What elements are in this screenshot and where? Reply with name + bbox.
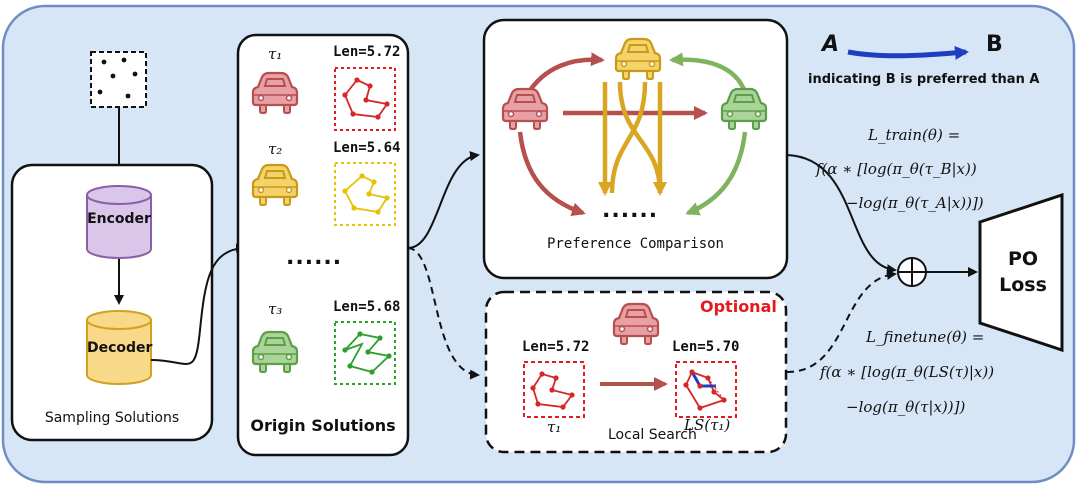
len-label: Len=5.72 xyxy=(522,339,590,355)
train-loss-line: f(α ∗ [log(π_θ(τ_B|x)) xyxy=(816,160,977,178)
len-label: Len=5.70 xyxy=(672,339,740,355)
preference-comparison-label: Preference Comparison xyxy=(546,236,724,252)
finetune-loss-line: L_finetune(θ) = xyxy=(866,328,985,346)
decoder-label: Decoder xyxy=(87,340,153,356)
preference-legend-arrow xyxy=(847,45,969,60)
ls-tau-label: LS(τ₁) xyxy=(684,416,731,434)
po-loss-label: PO Loss xyxy=(999,248,1047,296)
po-loss-trapezoid-icon xyxy=(978,192,1064,353)
preference-ellipsis: ...... xyxy=(602,198,659,223)
sampling-box xyxy=(10,163,214,442)
tour-graph-icon xyxy=(334,321,396,385)
to-preference-arrow xyxy=(407,151,480,249)
origin-ellipsis: ...... xyxy=(286,245,343,270)
tour-graph-icon xyxy=(334,162,396,226)
tau-label: τ₃ xyxy=(268,300,283,318)
optional-label: Optional xyxy=(700,297,777,316)
legend-a: A xyxy=(822,32,840,57)
train-to-sum-arrow xyxy=(786,154,897,275)
encoder-label: Encoder xyxy=(87,211,151,227)
legend-b: B xyxy=(986,32,1003,57)
encoder-cylinder-icon xyxy=(86,185,152,259)
decoder-to-solutions-arrow xyxy=(150,243,246,365)
finetune-loss-line: f(α ∗ [log(π_θ(LS(τ)|x)) xyxy=(820,363,995,381)
sum-circle-icon xyxy=(897,257,927,287)
len-label: Len=5.64 xyxy=(333,140,401,156)
preference-comparison-box xyxy=(482,18,789,280)
decoder-cylinder-icon xyxy=(86,310,152,385)
train-loss-line: L_train(θ) = xyxy=(868,126,961,144)
len-label: Len=5.68 xyxy=(333,299,401,315)
tour-graph-icon xyxy=(675,361,737,418)
finetune-to-sum-arrow xyxy=(786,269,897,373)
local-search-label: Local Search xyxy=(608,427,697,443)
to-local-search-arrow xyxy=(407,247,480,380)
sampling-solutions-label: Sampling Solutions xyxy=(44,410,180,426)
len-label: Len=5.72 xyxy=(333,44,401,60)
train-loss-line: −log(π_θ(τ_A|x))]) xyxy=(846,194,984,212)
legend-text: indicating B is preferred than A xyxy=(808,72,1040,87)
finetune-loss-line: −log(π_θ(τ|x))]) xyxy=(846,398,966,416)
origin-solutions-label: Origin Solutions xyxy=(250,416,396,435)
tour-graph-icon xyxy=(334,67,396,131)
preference-arrows xyxy=(517,52,748,217)
tau-label: τ₁ xyxy=(547,418,562,436)
input-instance-icon xyxy=(90,51,147,108)
tau-label: τ₂ xyxy=(268,140,283,158)
tour-graph-icon xyxy=(523,361,585,418)
tau-label: τ₁ xyxy=(268,45,283,63)
